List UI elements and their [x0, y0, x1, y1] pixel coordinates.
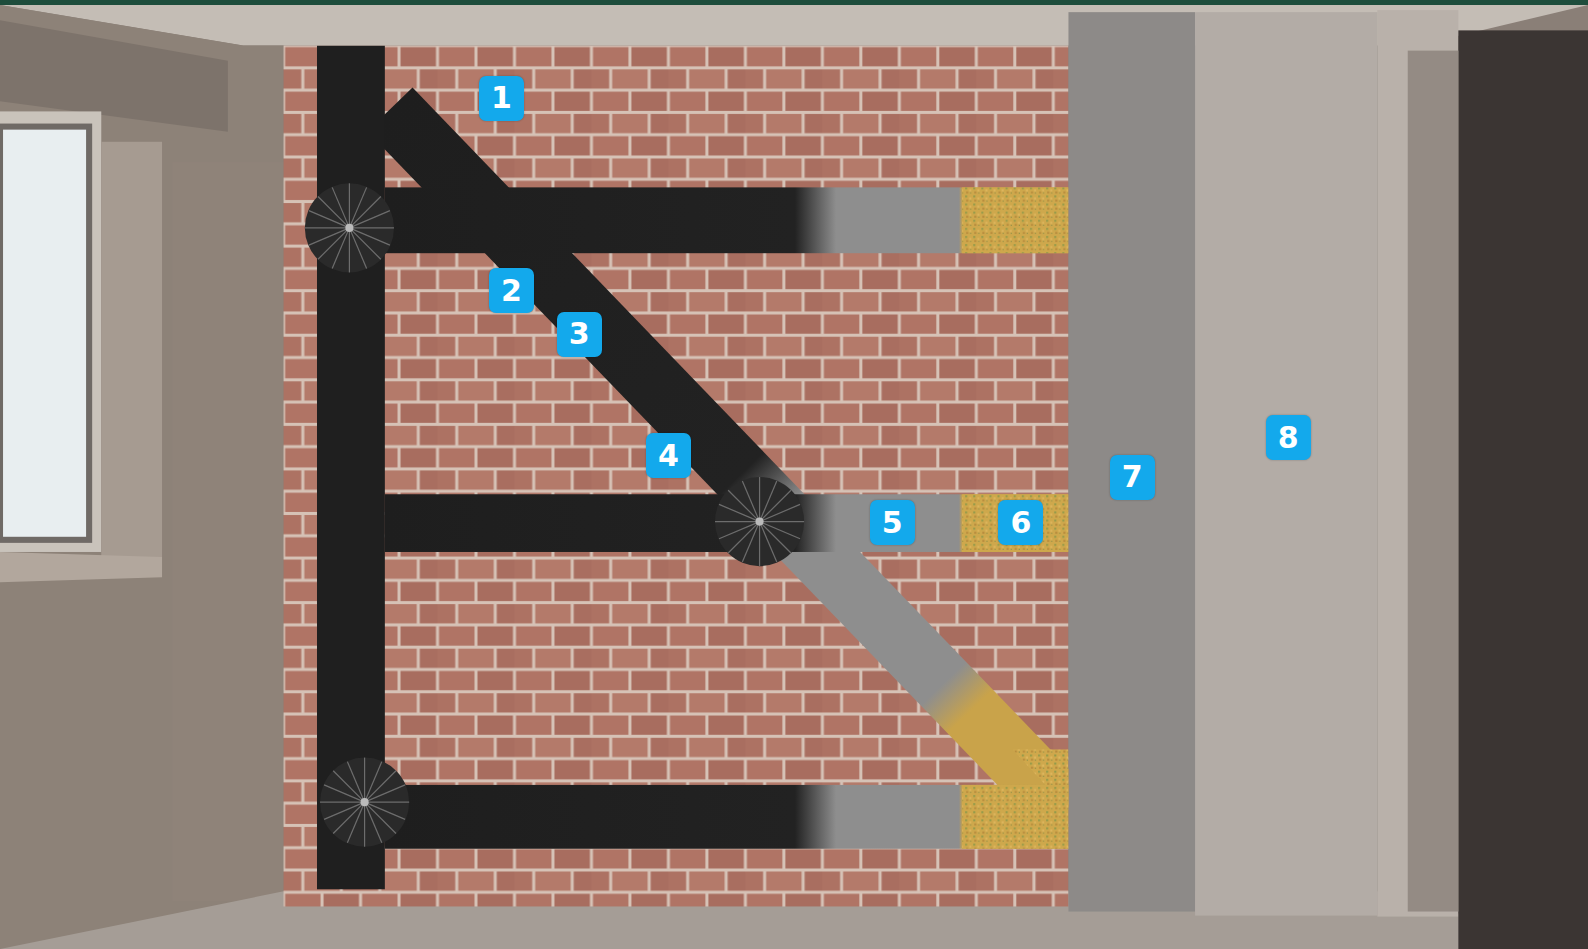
callout-number: 1 — [479, 76, 524, 121]
fan-anchor — [715, 477, 804, 566]
fan-anchor — [320, 758, 409, 847]
callout-number: 4 — [646, 433, 691, 478]
callout-number: 7 — [1110, 455, 1155, 500]
finish-plaster-layer — [1195, 12, 1377, 915]
horizontal-band — [385, 785, 1069, 849]
callout-number: 8 — [1266, 415, 1311, 460]
callout-number: 5 — [870, 500, 915, 545]
base-plaster-layer — [1068, 12, 1195, 911]
callout-number: 2 — [489, 268, 534, 313]
callout-number: 3 — [557, 312, 602, 357]
callout-number: 6 — [998, 500, 1043, 545]
horizontal-band — [385, 187, 1069, 253]
fan-anchor — [305, 183, 394, 272]
